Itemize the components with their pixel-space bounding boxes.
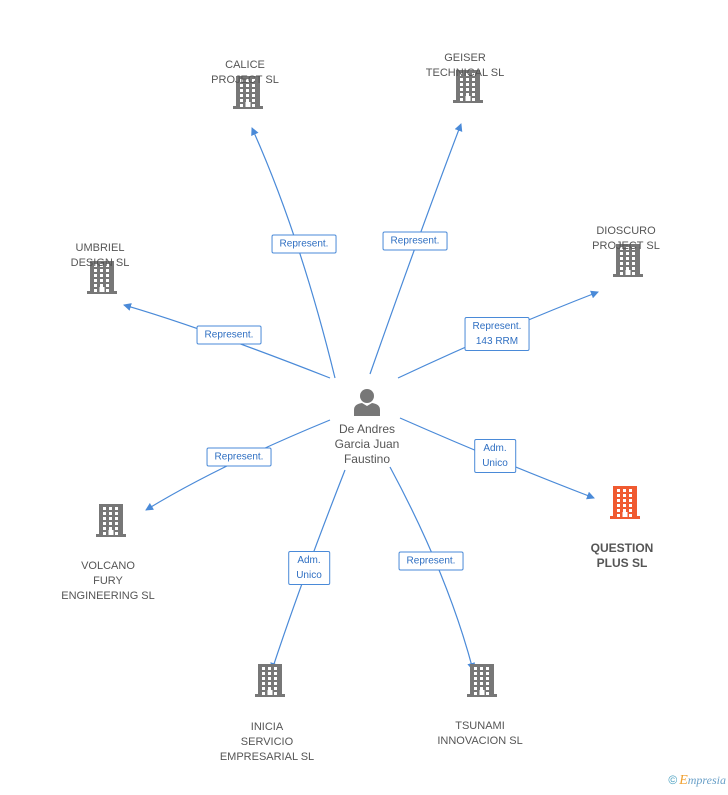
company-name-inicia[interactable]: INICIA SERVICIO EMPRESARIAL SL bbox=[219, 721, 315, 763]
copyright-icon: © bbox=[668, 773, 678, 787]
building-icon[interactable] bbox=[613, 243, 643, 282]
building-icon[interactable] bbox=[255, 663, 285, 702]
building-icon[interactable] bbox=[87, 260, 117, 299]
person-icon[interactable] bbox=[352, 388, 382, 421]
empresia-watermark: ©Empresia bbox=[668, 773, 726, 789]
building-icon[interactable] bbox=[610, 485, 640, 524]
relation-label-inicia: Adm. Unico bbox=[288, 551, 330, 585]
building-icon[interactable] bbox=[453, 69, 483, 108]
relation-label-calice: Represent. bbox=[271, 234, 337, 254]
brand-name: mpresia bbox=[687, 773, 726, 787]
relation-label-umbriel: Represent. bbox=[196, 325, 262, 345]
company-name-umbriel[interactable]: UMBRIEL DESIGN SL bbox=[70, 242, 130, 269]
relation-label-question: Adm. Unico bbox=[474, 439, 516, 473]
company-name-dioscuro[interactable]: DIOSCURO PROJECT SL bbox=[592, 225, 660, 252]
relation-label-geiser: Represent. bbox=[382, 231, 448, 251]
relation-label-dioscuro: Represent. 143 RRM bbox=[464, 317, 530, 351]
brand-initial: E bbox=[679, 773, 688, 788]
company-name-geiser[interactable]: GEISER TECHNICAL SL bbox=[425, 52, 505, 79]
company-name-tsunami[interactable]: TSUNAMI INNOVACION SL bbox=[437, 720, 523, 747]
building-icon[interactable] bbox=[233, 75, 263, 114]
building-icon[interactable] bbox=[467, 663, 497, 702]
building-icon[interactable] bbox=[96, 503, 126, 542]
edge-tsunami bbox=[389, 466, 476, 671]
company-name-question[interactable]: QUESTION PLUS SL bbox=[590, 541, 654, 570]
company-name-volcano[interactable]: VOLCANO FURY ENGINEERING SL bbox=[61, 560, 155, 602]
company-name-calice[interactable]: CALICE PROJECT SL bbox=[211, 59, 279, 86]
person-name[interactable]: De Andres Garcia Juan Faustino bbox=[334, 422, 400, 466]
relation-label-volcano: Represent. bbox=[206, 447, 272, 467]
relation-label-tsunami: Represent. bbox=[398, 551, 464, 571]
